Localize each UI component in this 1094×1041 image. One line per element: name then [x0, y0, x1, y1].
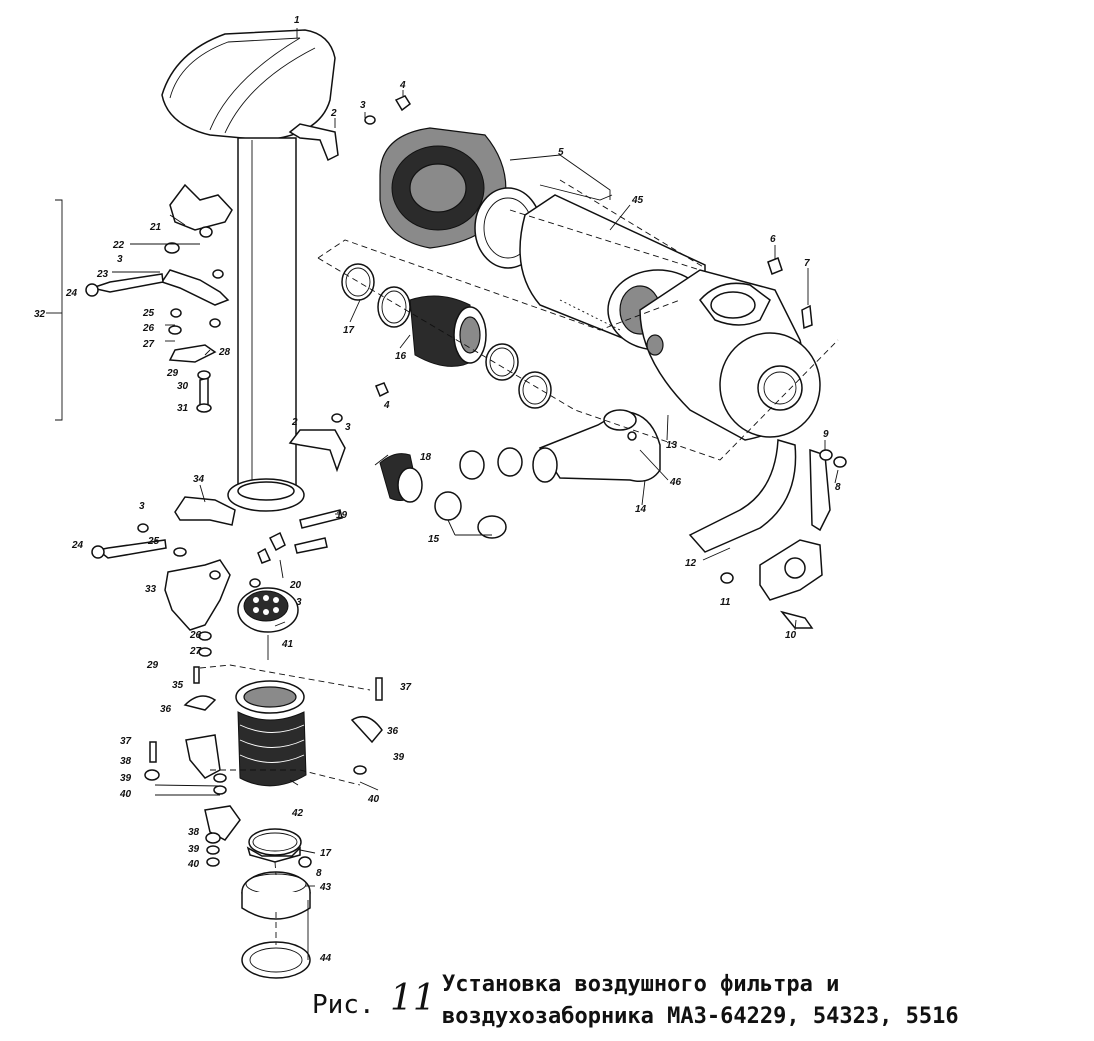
callout-18: 18 — [420, 452, 432, 463]
callout-27b: 27 — [189, 646, 202, 657]
filter-housing — [639, 257, 821, 441]
callout-36b: 36 — [387, 726, 399, 737]
callout-33: 33 — [145, 584, 157, 595]
callout-10: 10 — [785, 630, 797, 641]
callout-5: 5 — [558, 147, 564, 158]
callout-26b: 26 — [189, 630, 202, 641]
callout-43: 43 — [319, 882, 332, 893]
callout-14: 14 — [635, 504, 647, 515]
callout-15: 15 — [428, 534, 440, 545]
lower-bracket — [91, 496, 343, 657]
callout-3: 3 — [360, 100, 366, 111]
callout-1: 1 — [294, 15, 300, 26]
callout-9: 9 — [823, 429, 829, 440]
callout-29b: 29 — [146, 660, 159, 671]
caption-title-line-1: Установка воздушного фильтра и — [442, 972, 840, 997]
callout-23: 23 — [96, 269, 109, 280]
intake-elbow — [532, 409, 661, 483]
callout-39b: 39 — [393, 752, 405, 763]
callout-30: 30 — [177, 381, 189, 392]
callout-17b: 17 — [320, 848, 332, 859]
upper-bracket — [85, 95, 412, 413]
callout-40b: 40 — [367, 794, 380, 805]
callout-13: 13 — [666, 440, 678, 451]
figure-caption: Рис. 11 Установка воздушного фильтра и в… — [312, 968, 1087, 1034]
callout-29: 29 — [166, 368, 179, 379]
callout-40: 40 — [119, 789, 132, 800]
caption-figure-number: 11 — [390, 978, 436, 1019]
callout-39c: 39 — [188, 844, 200, 855]
callout-26: 26 — [142, 323, 155, 334]
callout-37: 37 — [400, 682, 412, 693]
callout-27: 27 — [142, 339, 155, 350]
bellows — [144, 666, 383, 867]
caption-title-line-2: воздухозаборника МАЗ-64229, 54323, 5516 — [442, 1004, 959, 1029]
callout-45: 45 — [631, 195, 644, 206]
callout-2b: 2 — [291, 417, 298, 428]
intake-cap — [161, 29, 336, 141]
callout-24b: 24 — [71, 540, 84, 551]
callout-17: 17 — [343, 325, 355, 336]
callout-3c: 3 — [345, 422, 351, 433]
callout-46: 46 — [669, 477, 682, 488]
alignment-dashes — [199, 179, 839, 945]
callout-25b: 25 — [147, 536, 160, 547]
callout-3e: 3 — [296, 597, 302, 608]
callout-42: 42 — [291, 808, 304, 819]
callout-labels: 1 2 3 4 5 45 6 7 17 16 21 22 3 23 24 25 … — [34, 15, 841, 964]
callout-22: 22 — [112, 240, 125, 251]
callout-8b: 8 — [316, 868, 322, 879]
filter-support — [688, 439, 847, 629]
callout-41: 41 — [281, 639, 294, 650]
callout-32: 32 — [34, 309, 46, 320]
callout-38: 38 — [120, 756, 132, 767]
callout-28: 28 — [218, 347, 231, 358]
callout-11: 11 — [720, 597, 731, 608]
callout-2: 2 — [330, 108, 337, 119]
callout-38b: 38 — [188, 827, 200, 838]
callout-4b: 4 — [383, 400, 390, 411]
callout-39: 39 — [120, 773, 132, 784]
callout-16: 16 — [395, 351, 407, 362]
callout-35: 35 — [172, 680, 184, 691]
connector-pipe — [341, 263, 552, 539]
callout-31: 31 — [177, 403, 189, 414]
callout-21: 21 — [149, 222, 162, 233]
middle-bracket — [288, 382, 389, 473]
callout-19: 19 — [336, 510, 348, 521]
leader-lines — [46, 28, 839, 960]
callout-3b: 3 — [117, 254, 123, 265]
callout-6: 6 — [770, 234, 776, 245]
mesh-grille — [237, 587, 299, 633]
caption-prefix: Рис. — [312, 990, 375, 1020]
callout-4: 4 — [399, 80, 406, 91]
callout-7: 7 — [804, 258, 810, 269]
callout-44: 44 — [319, 953, 332, 964]
callout-12: 12 — [685, 558, 697, 569]
intake-pipe — [227, 137, 305, 512]
callout-20: 20 — [289, 580, 302, 591]
filter-cover — [379, 127, 542, 269]
callout-24: 24 — [65, 288, 78, 299]
callout-34: 34 — [193, 474, 205, 485]
callout-37b: 37 — [120, 736, 132, 747]
callout-25: 25 — [142, 308, 155, 319]
lower-clamp-and-flanges — [241, 828, 312, 979]
callout-36: 36 — [160, 704, 172, 715]
callout-3d: 3 — [139, 501, 145, 512]
callout-40c: 40 — [187, 859, 200, 870]
callout-8: 8 — [835, 482, 841, 493]
